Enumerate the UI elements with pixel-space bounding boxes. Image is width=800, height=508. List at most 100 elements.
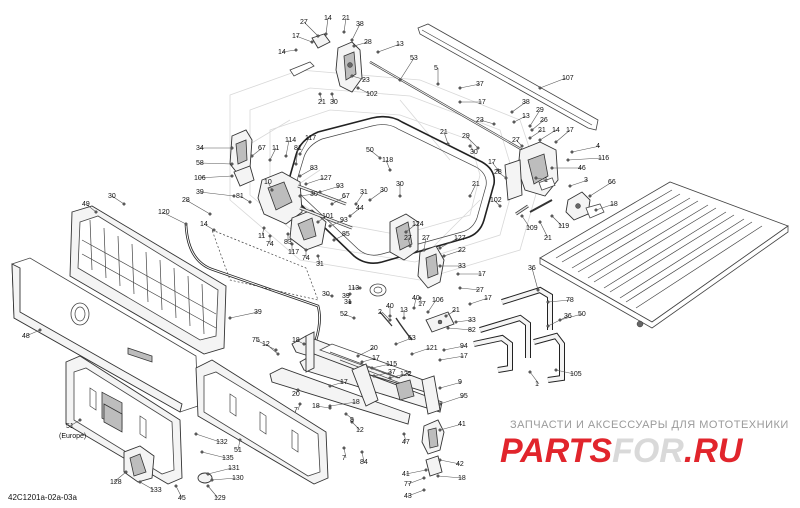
- callout-c145: 50: [578, 311, 586, 318]
- callout-c51: 30: [310, 191, 318, 198]
- leader-line-c115: [329, 401, 357, 407]
- leader-line-c60: [493, 199, 501, 207]
- leader-line-c122: [351, 421, 361, 431]
- callout-c83: 17: [478, 271, 486, 278]
- callout-c19: 23: [476, 117, 484, 124]
- callout-c133: 135: [222, 455, 234, 462]
- leader-line-c54: [369, 189, 385, 201]
- callout-c111: 37: [388, 369, 396, 376]
- hinge-bracket-117-middle: [257, 171, 327, 251]
- leader-line-c67: [185, 199, 211, 215]
- leader-line-c5: [295, 35, 313, 43]
- lower-hinge-42: [421, 419, 445, 477]
- callout-c101: 75: [252, 337, 260, 344]
- callout-c126: 42: [456, 461, 464, 468]
- rear-crossbar-107: [417, 23, 599, 131]
- callout-c87: 30: [322, 291, 330, 298]
- leader-line-c20: [513, 115, 527, 123]
- callout-c90: 13: [400, 307, 408, 314]
- callout-c105: 94: [460, 343, 468, 350]
- leader-line-c52: [355, 191, 365, 205]
- leader-line-c103: [395, 337, 413, 345]
- callout-c1: 27: [300, 19, 308, 26]
- leader-line-c86: [345, 293, 351, 297]
- callout-c52: 31: [360, 189, 368, 196]
- callout-c97: 33: [468, 317, 476, 324]
- leader-line-c109: [357, 347, 375, 357]
- callout-c94: 106: [432, 297, 444, 304]
- callout-c65: 49: [82, 201, 90, 208]
- tailgate-cover-51-europe: [65, 355, 183, 485]
- rod-53: [369, 61, 541, 161]
- leader-line-c144: [547, 315, 569, 327]
- leader-line-c92: [381, 311, 391, 321]
- callout-c69: 93: [340, 217, 348, 224]
- callout-c48: 93: [336, 183, 344, 190]
- callout-c138: 45: [178, 495, 186, 502]
- callout-c24: 14: [552, 127, 560, 134]
- callout-c80: 127: [454, 235, 466, 242]
- callout-c110: 115: [386, 361, 397, 368]
- leader-line-c41: [199, 162, 233, 165]
- callout-c58: 30: [396, 181, 404, 188]
- leader-line-c43: [369, 149, 381, 159]
- callout-c7: 13: [396, 41, 404, 48]
- leader-line-c9: [351, 75, 367, 81]
- callout-c49: 10: [264, 179, 272, 186]
- leader-line-c118: [297, 403, 301, 411]
- leader-line-c25: [555, 129, 571, 143]
- callout-c117: 95: [460, 393, 468, 400]
- callout-c96: 17: [484, 295, 492, 302]
- callout-c113: 17: [340, 379, 348, 386]
- callout-c74: 117: [288, 249, 299, 256]
- leader-line-c16: [539, 77, 567, 89]
- leader-line-c145: [559, 313, 583, 321]
- leader-line-c64: [111, 195, 125, 205]
- callout-c67: 28: [182, 197, 190, 204]
- callout-c75: 74: [302, 255, 310, 262]
- callout-c29: 46: [578, 165, 586, 172]
- callout-c62: 18: [610, 201, 618, 208]
- leader-line-c135: [211, 477, 237, 481]
- leader-line-c53: [239, 195, 251, 203]
- callout-c95: 21: [452, 307, 460, 314]
- leader-line-c139: [207, 485, 219, 499]
- leader-line-c137: [139, 481, 155, 491]
- leader-line-c143: [547, 299, 571, 303]
- callout-c21: 29: [536, 107, 544, 114]
- leader-line-c59: [469, 183, 477, 197]
- leader-line-c87: [325, 293, 333, 297]
- callout-c103: 63: [408, 335, 416, 342]
- leader-line-c12: [357, 87, 371, 95]
- callout-c135: 130: [232, 475, 244, 482]
- callout-c125: 84: [360, 459, 368, 466]
- leader-line-c151: [419, 297, 423, 305]
- leader-line-c63: [539, 221, 549, 239]
- callout-c50: 39: [196, 189, 204, 196]
- callout-c151: 17: [418, 301, 426, 308]
- leader-line-c79: [423, 237, 427, 251]
- leader-line-c61: [551, 215, 563, 227]
- rod-109: [515, 199, 553, 216]
- leader-line-c76: [317, 255, 321, 265]
- callout-c91: 52: [340, 311, 348, 318]
- callout-c147: 1: [535, 381, 539, 388]
- leader-line-c48: [319, 185, 341, 193]
- callout-c25: 17: [566, 127, 574, 134]
- hinge-bracket-116-right: [504, 141, 559, 201]
- bracket-82: [425, 311, 455, 333]
- leader-line-c124: [343, 447, 347, 459]
- callout-c34: 3: [584, 177, 588, 184]
- callout-c99: 39: [254, 309, 262, 316]
- callout-c150: 30: [470, 149, 478, 156]
- callout-c137: 133: [150, 487, 162, 494]
- callout-c36: 34: [196, 145, 204, 152]
- callout-c57: 85: [342, 231, 350, 238]
- leader-line-c11: [331, 93, 335, 103]
- leader-line-c3: [343, 17, 347, 33]
- leader-line-c23: [529, 129, 543, 139]
- callout-c10: 21: [318, 99, 326, 106]
- callout-c132: 132: [216, 439, 228, 446]
- leader-line-c47: [305, 177, 325, 185]
